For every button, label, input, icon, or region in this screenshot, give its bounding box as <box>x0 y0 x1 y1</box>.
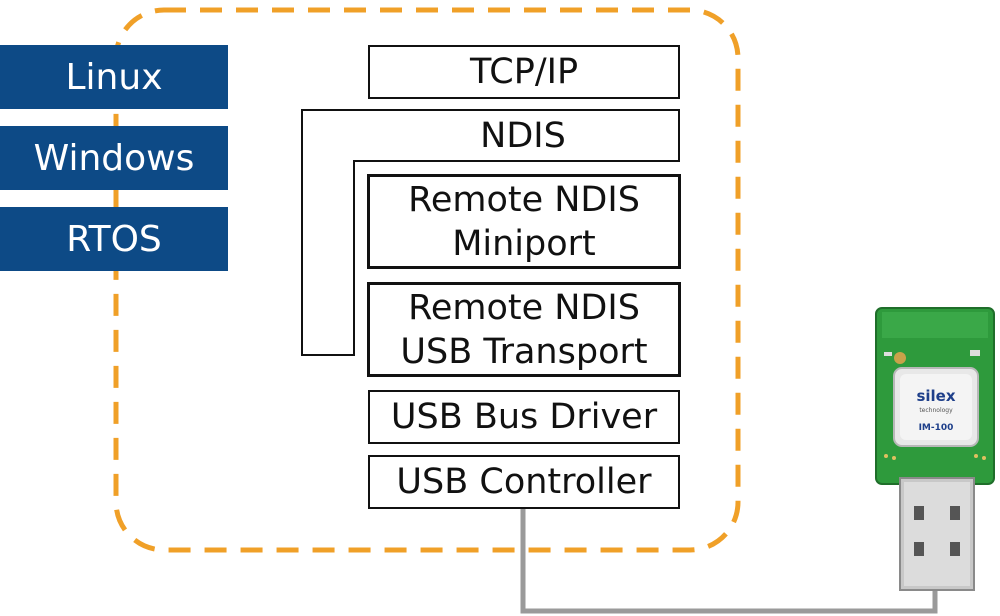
layer-usb-bus-driver: USB Bus Driver <box>368 390 680 444</box>
layer-rndis-usb-line1: Remote NDIS <box>408 287 640 328</box>
os-label-windows: Windows <box>0 126 228 190</box>
os-label-linux-text: Linux <box>65 56 163 98</box>
host-system-frame <box>113 7 741 553</box>
os-label-linux: Linux <box>0 45 228 109</box>
layer-rndis-miniport: Remote NDIS Miniport <box>367 174 681 269</box>
layer-ndis-outline <box>301 109 680 356</box>
layer-usb-controller-label: USB Controller <box>396 462 652 502</box>
layer-tcpip-label: TCP/IP <box>469 52 579 92</box>
os-label-windows-text: Windows <box>33 137 195 179</box>
layer-rndis-miniport-line2: Miniport <box>452 223 596 264</box>
os-label-rtos: RTOS <box>0 207 228 271</box>
layer-rndis-miniport-line1: Remote NDIS <box>408 179 640 220</box>
os-label-rtos-text: RTOS <box>66 218 162 260</box>
layer-ndis-label: NDIS <box>480 116 566 156</box>
layer-usb-controller: USB Controller <box>368 455 680 509</box>
usb-dongle-image: silex technology IM-100 <box>875 307 995 591</box>
device-model: IM-100 <box>919 423 954 433</box>
device-brand-sub: technology <box>919 407 953 414</box>
layer-usb-bus-driver-label: USB Bus Driver <box>390 397 658 437</box>
layer-rndis-usb-transport: Remote NDIS USB Transport <box>367 282 681 377</box>
layer-tcpip: TCP/IP <box>368 45 680 99</box>
device-brand: silex <box>916 387 955 405</box>
layer-rndis-usb-line2: USB Transport <box>400 331 648 372</box>
layer-ndis: NDIS <box>368 112 678 160</box>
